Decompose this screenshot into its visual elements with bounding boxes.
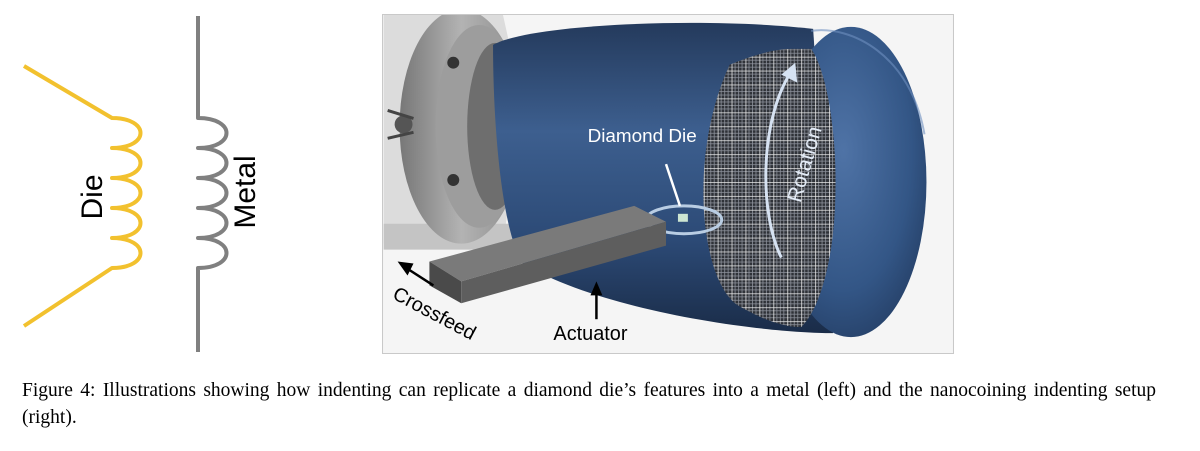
crossfeed-arrow-icon xyxy=(397,261,435,287)
metal-profile xyxy=(196,16,229,352)
actuator-bar xyxy=(429,205,667,304)
die-profile xyxy=(22,64,143,328)
diamond-die-tip xyxy=(677,213,688,222)
patterned-band xyxy=(703,48,836,328)
metal-label: Metal xyxy=(229,155,262,228)
diamond-die-label: Diamond Die xyxy=(588,126,697,147)
nanocoining-setup-illustration: Rotation Diamond Die Crossfeed Actuator xyxy=(382,14,954,354)
figure-caption: Figure 4: Illustrations showing how inde… xyxy=(22,380,1156,428)
actuator-label: Actuator xyxy=(553,323,627,345)
rotation-arrow-icon xyxy=(764,62,798,259)
die-label: Die xyxy=(76,174,109,219)
actuator-arrow-icon xyxy=(590,281,603,320)
die-metal-illustration: Die Metal xyxy=(22,16,262,352)
diamond-die-pointer xyxy=(664,163,682,207)
